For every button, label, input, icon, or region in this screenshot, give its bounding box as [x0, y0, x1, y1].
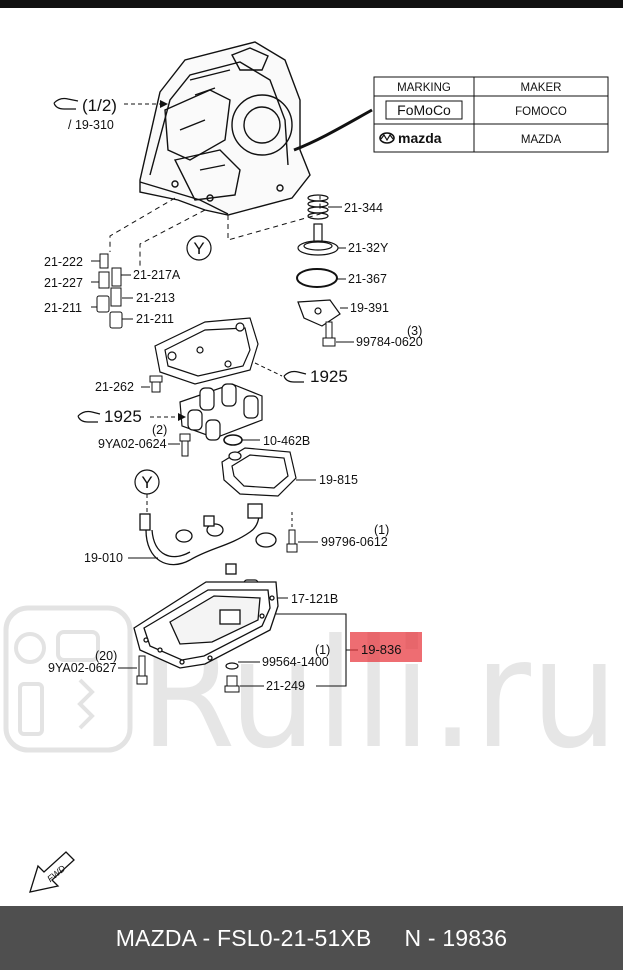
footer-bar: MAZDA - FSL0-21-51XB N - 19836 — [0, 906, 623, 970]
arrow-icon — [160, 100, 168, 108]
fwd-arrow-icon — [29, 851, 75, 893]
o-ring-21-367 — [296, 268, 338, 288]
label-21-249: 21-249 — [266, 679, 305, 693]
qty-2: (2) — [152, 423, 167, 437]
top-bar — [0, 0, 623, 8]
label-10-462b: 10-462B — [263, 434, 310, 448]
table-header-maker: MAKER — [521, 82, 562, 94]
y-marker-circle — [186, 235, 212, 261]
valve-body-plate — [154, 317, 259, 385]
transmission-case-illustration — [139, 41, 311, 216]
fomoco-logo-box — [385, 100, 463, 120]
drain-plug-21-249 — [224, 675, 240, 693]
label-21-211-left: 21-211 — [44, 301, 82, 315]
marking-mazda: mazda — [398, 130, 442, 146]
washer-99564 — [225, 662, 239, 670]
label-21-211-right: 21-211 — [136, 312, 174, 326]
springs-cluster — [96, 253, 123, 329]
oil-filter-19-815 — [221, 447, 297, 497]
watermark-icon — [14, 632, 46, 664]
oil-pan-19-836 — [133, 581, 279, 669]
label-21-227: 21-227 — [44, 276, 83, 290]
o-ring-10-462b — [223, 434, 243, 446]
dashed-guides — [109, 196, 321, 268]
table-header-marking: MARKING — [397, 82, 451, 94]
y-marker: Y — [193, 239, 204, 258]
label-99796-0612: 99796-0612 — [321, 535, 388, 549]
qty-1-a: (1) — [374, 523, 389, 537]
label-17-121b: 17-121B — [291, 592, 338, 606]
watermark: Rulli.ru — [3, 605, 618, 782]
cover-plate-19-391 — [297, 299, 341, 327]
ref-half: (1/2) — [82, 96, 117, 115]
bolt-99796 — [286, 529, 298, 553]
spring-21-344 — [307, 194, 329, 220]
footer-part-number: MAZDA - FSL0-21-51XB N - 19836 — [115, 924, 508, 951]
label-21-213: 21-213 — [136, 291, 175, 305]
y-marker-lower: Y — [141, 473, 152, 492]
hand-pointer-icon — [283, 370, 307, 383]
label-21-32y: 21-32Y — [348, 241, 389, 255]
label-21-217a: 21-217A — [133, 268, 181, 282]
label-99784-0620: 99784-0620 — [356, 335, 423, 349]
hand-pointer-icon — [77, 410, 101, 423]
qty-20: (20) — [95, 649, 117, 663]
bolt-9ya02-0624 — [179, 433, 191, 457]
wiring-harness-19-010 — [139, 503, 277, 575]
label-9ya02-0627: 9YA02-0627 — [48, 661, 117, 675]
label-21-344: 21-344 — [344, 201, 383, 215]
label-99564-1400: 99564-1400 — [262, 655, 329, 669]
label-19-815: 19-815 — [319, 473, 358, 487]
maker-fomoco: FOMOCO — [515, 106, 567, 118]
mazda-logo-icon — [379, 132, 395, 144]
ref-19310: / 19-310 — [68, 118, 114, 132]
parts-diagram: Rulli.ru MARKING MAKER FoMoCo FOMOCO maz… — [3, 41, 618, 893]
label-21-367: 21-367 — [348, 272, 387, 286]
bolt-9ya02-0627 — [136, 655, 148, 685]
highlight-19-836 — [350, 632, 422, 662]
label-9ya02-0624: 9YA02-0624 — [98, 437, 167, 451]
label-21-262: 21-262 — [95, 380, 134, 394]
ref-1925-lower: 1925 — [104, 407, 142, 426]
maker-mazda: MAZDA — [521, 134, 562, 146]
label-21-222: 21-222 — [44, 255, 83, 269]
qty-1-b: (1) — [315, 643, 330, 657]
bolt-21-262 — [149, 375, 163, 393]
hand-pointer-icon — [53, 97, 79, 110]
marking-fomoco: FoMoCo — [397, 102, 451, 118]
ref-1925-upper: 1925 — [310, 367, 348, 386]
label-19-010: 19-010 — [84, 551, 123, 565]
solenoid-assembly — [179, 383, 263, 441]
marking-table: MARKING MAKER FoMoCo FOMOCO mazda MAZDA — [373, 76, 609, 153]
bolt-99784 — [322, 321, 336, 347]
label-19-836: 19-836 — [361, 642, 401, 657]
leader-curve — [293, 108, 373, 152]
piston-21-32y — [297, 223, 339, 256]
qty-3: (3) — [407, 324, 422, 338]
label-19-391: 19-391 — [350, 301, 389, 315]
